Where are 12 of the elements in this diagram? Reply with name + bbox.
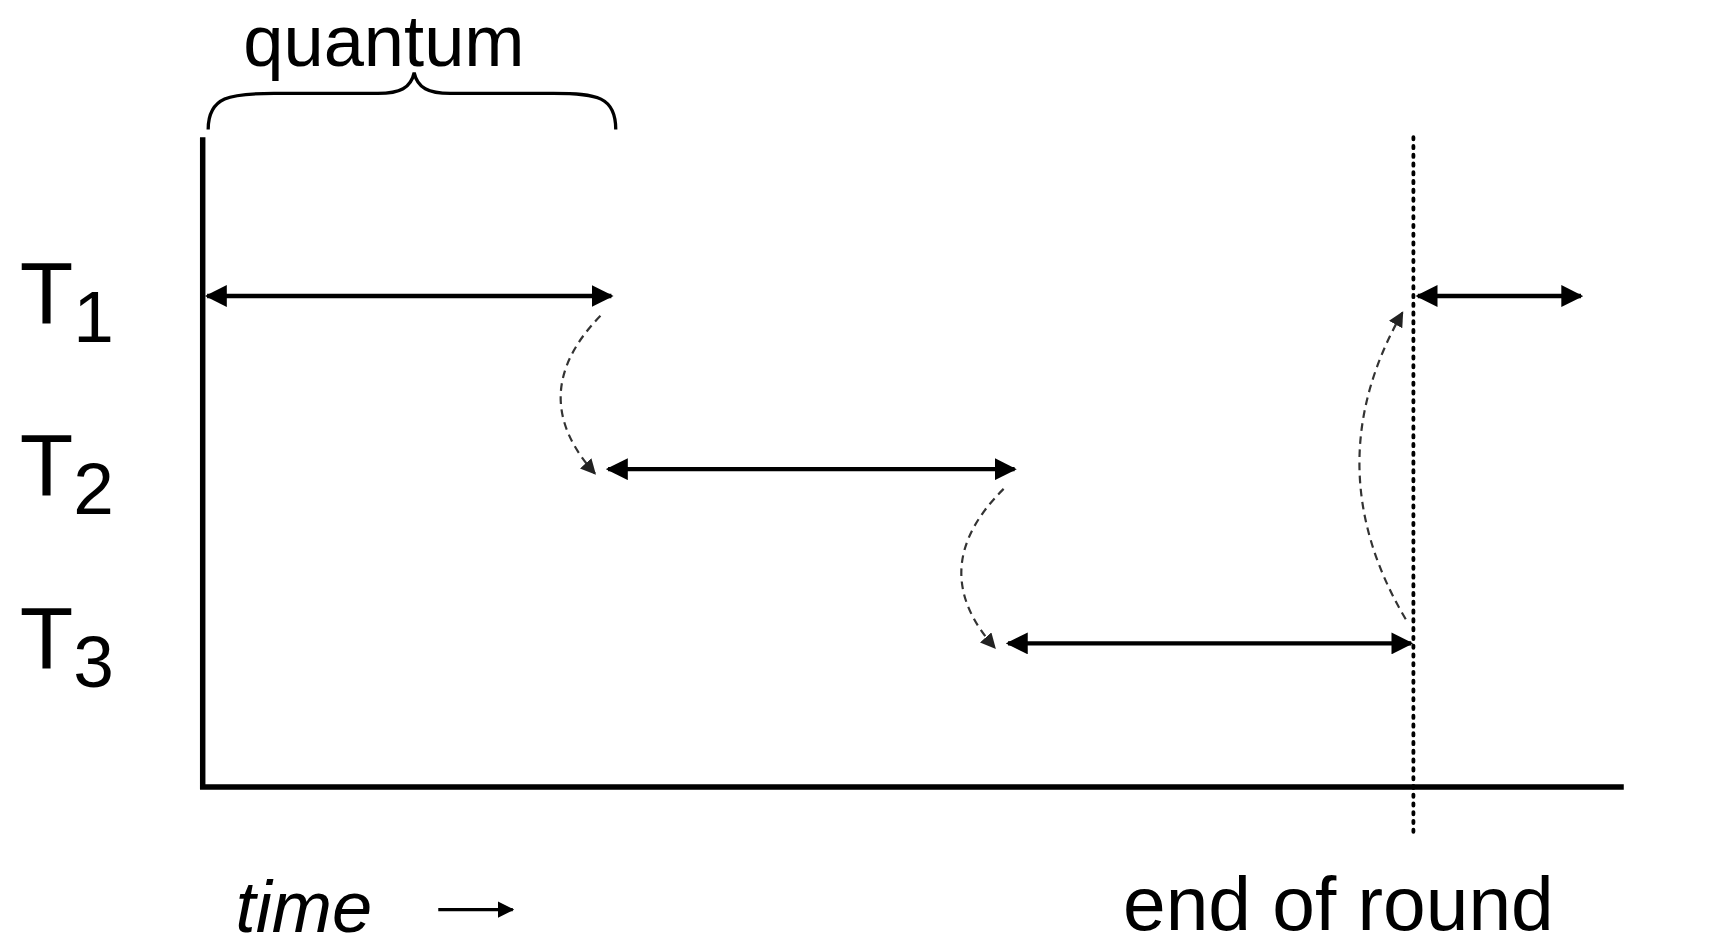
thread-label: T$_{2}$: [19, 421, 114, 525]
switch-arrow: [1358, 311, 1407, 620]
thread-label: T$_{3}$: [19, 594, 114, 698]
time-slice-arrow: [605, 458, 1017, 481]
switch-arrow: [559, 315, 602, 475]
end-of-round-label: end of round: [1123, 865, 1554, 943]
thread-label: T$_{1}$: [19, 249, 114, 353]
time-slice-arrow: [1415, 285, 1584, 307]
time-slice-arrow: [204, 285, 614, 307]
switch-arrow: [960, 488, 1005, 649]
time-slice-arrow: [1005, 632, 1414, 655]
axis-label: time: [235, 871, 373, 944]
